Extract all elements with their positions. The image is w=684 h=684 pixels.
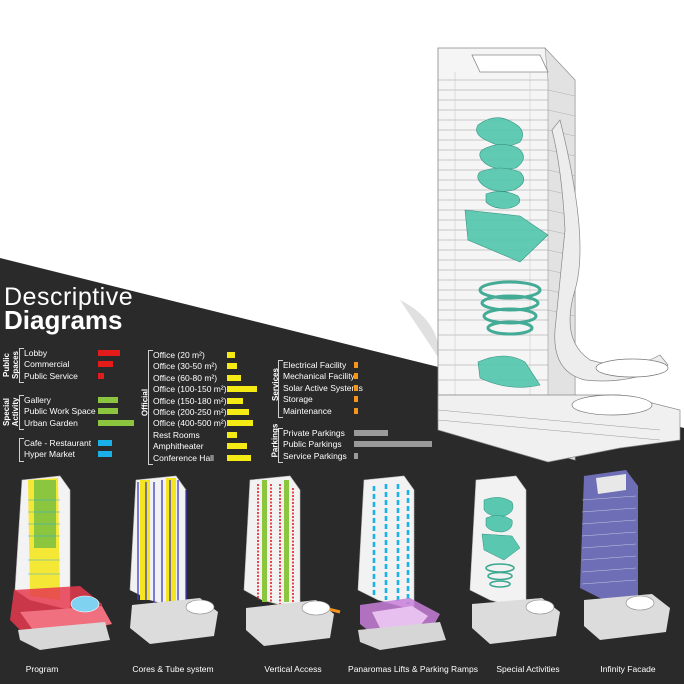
legend-item-bar: [98, 440, 112, 446]
legend-item-bar: [227, 352, 235, 358]
legend-item-label: Office (100-150 m²): [153, 384, 227, 395]
group-label: Parkings: [270, 423, 280, 458]
group-bracket: [19, 348, 24, 384]
legend-item-label: Office (150-180 m²): [153, 395, 227, 406]
legend-item-bar: [227, 431, 237, 438]
group-bracket: [278, 360, 283, 418]
legend-item-bar: [354, 407, 358, 414]
legend-item-label: Storage: [283, 394, 313, 405]
diagram-caption: Cores & Tube system: [132, 664, 214, 674]
legend-item-label: Office (400-500 m²): [153, 418, 227, 429]
legend-item-bar: [227, 454, 251, 461]
legend-item-label: Office (60-80 m²): [153, 372, 218, 383]
diagram-caption: Panaromas Lifts & Parking Ramps: [348, 664, 478, 674]
legend-item-label: Lobby: [24, 348, 48, 358]
group-bracket: [278, 428, 283, 464]
legend-item-bar: [354, 373, 358, 380]
legend-item-label: Office (30-50 m²): [153, 361, 218, 372]
diagram-caption: Infinity Facade: [600, 664, 656, 674]
title-line-1: Descriptive: [4, 283, 134, 311]
legend-item-bar: [227, 397, 243, 404]
diagram-caption: Special Activities: [496, 664, 560, 674]
diagram-special-activities: [469, 475, 560, 644]
legend-item-label: Commercial: [24, 359, 70, 370]
group-bracket: [19, 395, 24, 431]
legend-item-label: Public Work Space: [24, 406, 96, 417]
legend-item-label: Rest Rooms: [153, 429, 200, 440]
group-label: Services: [270, 367, 280, 401]
legend-item-bar: [98, 408, 118, 415]
diagram-program: [10, 475, 112, 650]
legend-item-bar: [354, 396, 358, 403]
legend-item-label: Conference Hall: [153, 452, 214, 463]
legend-item-bar: [354, 441, 432, 448]
legend-item-bar: [354, 362, 358, 368]
legend-item-bar: [98, 350, 120, 356]
legend-item-bar: [98, 372, 104, 379]
diagram-infinity-facade: [580, 470, 670, 640]
diagram-panorama-lifts: [357, 475, 446, 650]
diagram-caption: Program: [25, 664, 59, 674]
legend-item-bar: [227, 386, 257, 393]
legend-item-bar: [227, 409, 249, 415]
legend-item-bar: [227, 443, 247, 450]
diagram-vertical-access: [243, 475, 341, 646]
title-line-2: Diagrams: [4, 305, 123, 335]
main-tower-illustration: [400, 47, 681, 463]
legend-item-label: Hyper Market: [24, 449, 76, 460]
group-bracket: [19, 438, 24, 462]
legend-item-label: Solar Active Systems: [283, 382, 363, 393]
legend-item-label: Gallery: [24, 395, 51, 405]
legend-item-bar: [227, 420, 253, 427]
diagram-cores: [129, 475, 218, 644]
diagram-caption: Vertical Access: [264, 664, 322, 674]
legend-item-label: Electrical Facility: [283, 360, 347, 370]
legend-item-label: Amphitheater: [153, 441, 204, 452]
legend-item-bar: [227, 363, 237, 370]
group-bracket: [148, 350, 153, 465]
legend-item-label: Office (200-250 m²): [153, 407, 227, 417]
legend-item-label: Urban Garden: [24, 417, 78, 428]
legend-item-label: Private Parkings: [283, 428, 345, 438]
legend-item-label: Cafe - Restaurant: [24, 438, 92, 448]
legend-item-bar: [98, 361, 113, 368]
legend-item-bar: [354, 452, 358, 459]
legend-item-label: Service Parkings: [283, 450, 347, 461]
legend-item-label: Maintenance: [283, 405, 332, 416]
legend-item-bar: [354, 384, 358, 391]
legend-item-bar: [98, 451, 112, 458]
legend-item-label: Mechanical Facility: [283, 371, 355, 382]
legend-item-bar: [98, 397, 118, 403]
legend-item-bar: [354, 430, 388, 436]
group-label: Official: [140, 388, 150, 417]
legend-item-label: Public Parkings: [283, 439, 342, 450]
legend-item-label: Public Service: [24, 370, 78, 381]
legend-item-bar: [227, 374, 241, 381]
legend-item-bar: [98, 419, 134, 426]
legend-item-label: Office (20 m²): [153, 350, 205, 360]
